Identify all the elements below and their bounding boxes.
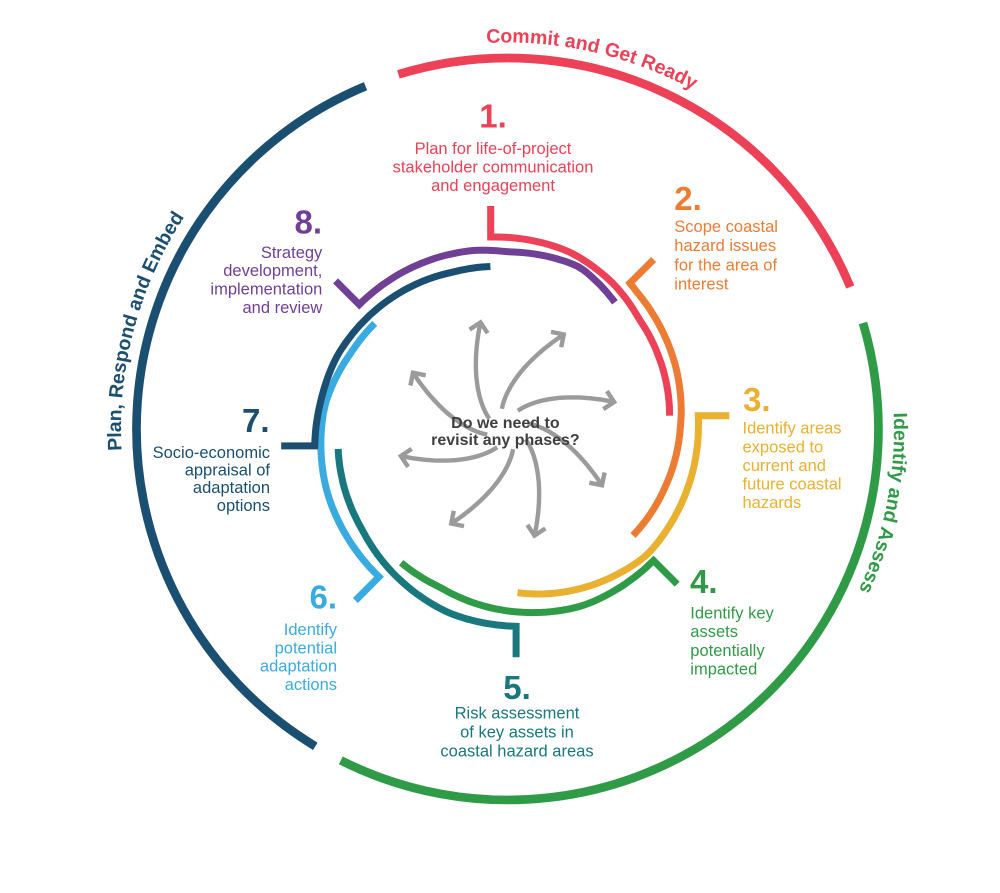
svg-text:2.: 2. [674,180,702,217]
svg-text:3.: 3. [743,381,771,418]
svg-text:1.: 1. [479,97,507,134]
svg-text:Do we need to: Do we need to [451,415,560,432]
svg-text:7.: 7. [242,402,270,439]
svg-text:5.: 5. [503,669,531,706]
svg-text:8.: 8. [294,204,322,241]
svg-text:4.: 4. [690,563,718,600]
svg-text:6.: 6. [309,579,337,616]
svg-text:revisit any phases?: revisit any phases? [431,432,580,449]
